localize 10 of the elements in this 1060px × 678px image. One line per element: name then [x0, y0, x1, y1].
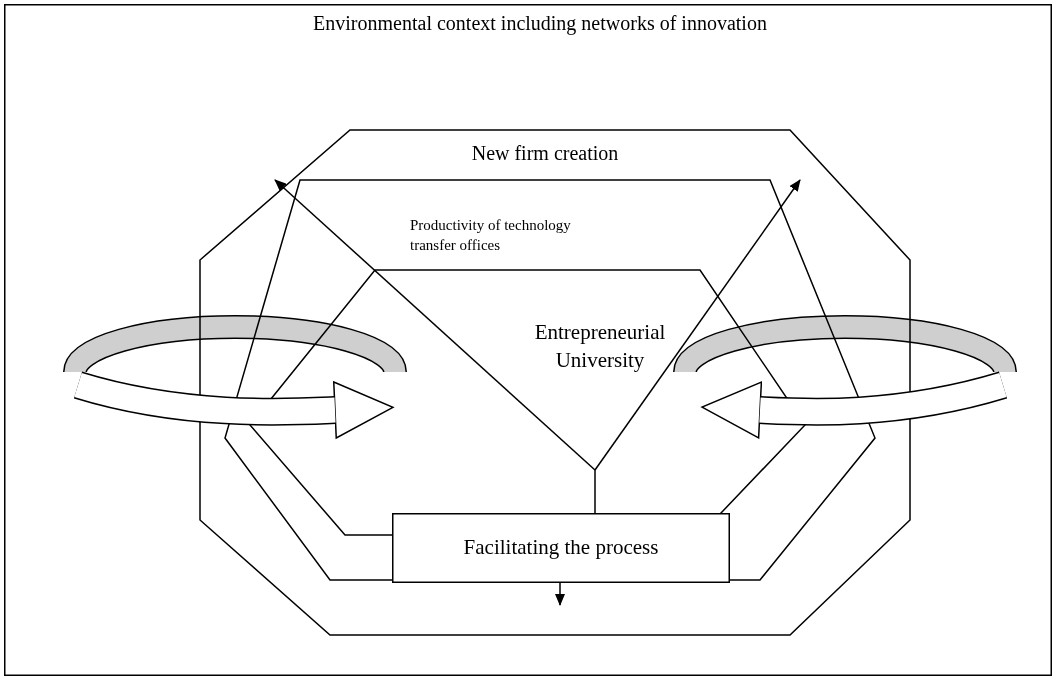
arrow	[555, 582, 565, 606]
band-title: Productivity of technology transfer offices	[410, 216, 572, 256]
curved-block-arrow	[701, 371, 1007, 439]
band-title: New firm creation	[470, 141, 620, 166]
arrow	[594, 179, 801, 471]
arrow	[274, 179, 596, 471]
curved-block-arrow	[74, 371, 394, 439]
box-title: Facilitating the process	[462, 534, 660, 561]
frame-title: Environmental context including networks of innovation	[312, 11, 768, 37]
core-title: Entrepreneurial University	[533, 319, 667, 375]
